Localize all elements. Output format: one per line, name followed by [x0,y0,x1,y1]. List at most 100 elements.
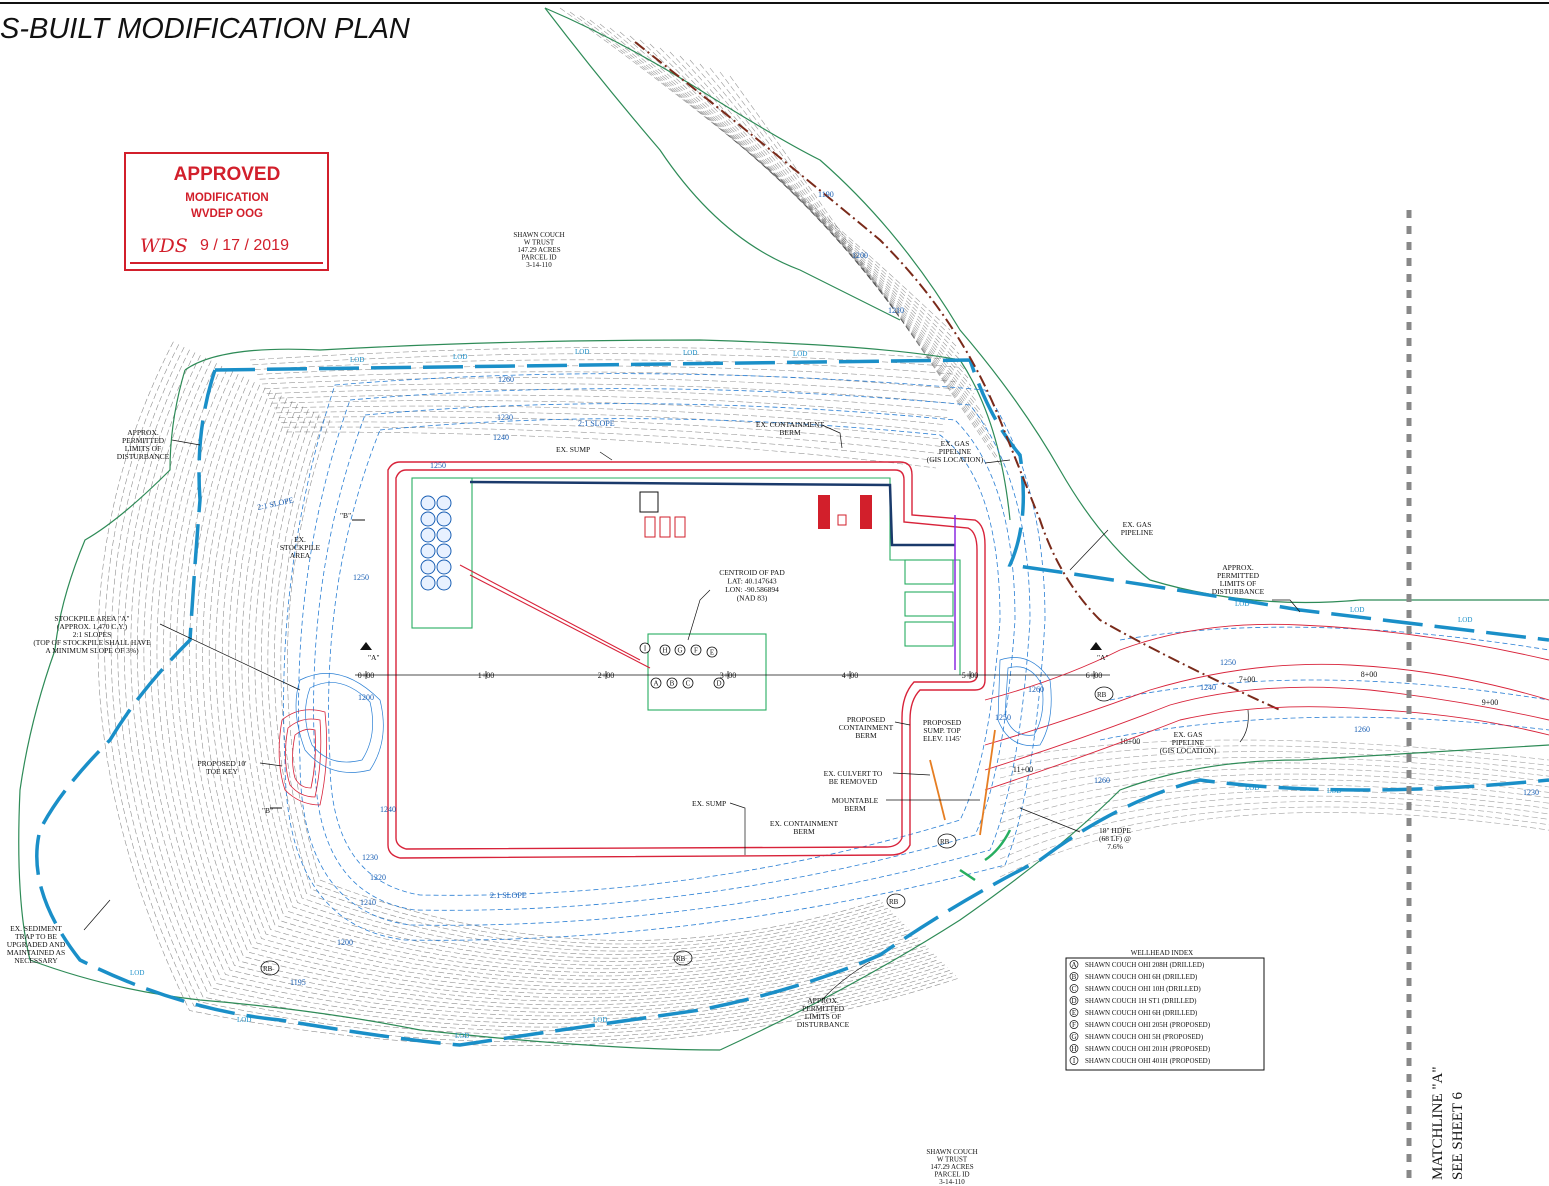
parcel-top-line: W TRUST [524,239,555,247]
wellhead-index: WELLHEAD INDEX A SHAWN COUCH OHI 208H (DR… [1065,949,1265,1071]
tank-icon [420,511,436,527]
parcel-top-line: 147.29 ACRES [517,246,560,254]
rb-markers [260,686,1114,976]
contour-labels: 1190120012101260123012401250120012601250… [290,190,1539,987]
callout-sediment-trap: EX. SEDIMENT [10,924,62,933]
slope-label-left: 2:1 SLOPE [257,496,295,512]
callout-proposed-sump: PROPOSED [923,718,962,727]
contour-label: 1195 [290,978,306,987]
contour-label: 1260 [1028,685,1044,694]
contour-label: 1240 [380,805,396,814]
wellhead-marker [639,642,651,654]
contour-label: 1240 [1200,683,1216,692]
wellhead-index-title: WELLHEAD INDEX [1131,949,1193,957]
stamp-initials: WDS [140,235,188,257]
callout-stockpile-a: (TOP OF STOCKPILE SHALL HAVE [33,638,151,647]
callout-lod-right: DISTURBANCE [1212,587,1265,596]
lod-label: LOD [1327,787,1341,795]
production-tanks [420,495,452,591]
contour-label: 1260 [1354,725,1370,734]
tank-icon [436,495,452,511]
contour-label: 1250 [353,573,369,582]
callout-culvert: EX. CULVERT TO [824,769,883,778]
section-a-right: "A" [1097,653,1109,662]
wellhead-marker [666,677,678,689]
wellhead-index-row: SHAWN COUCH OHI 205H (PROPOSED) [1085,1021,1211,1029]
callout-containment-bottom: EX. CONTAINMENT [770,819,839,828]
parcel-bottom-line: 3-14-110 [939,1178,965,1186]
section-a-left: "A" [368,653,380,662]
callout-containment-bottom: BERM [793,827,815,836]
callout-lod-bottom: LIMITS OF [805,1012,841,1021]
wellhead-letter: B [670,680,675,688]
svg-text:RB: RB [676,955,686,963]
wellhead-letter: A [653,680,658,688]
parcel-bottom-line: PARCEL ID [934,1171,969,1179]
callout-gas-pipeline-gis: EX. GAS [941,439,970,448]
wellhead-index-box [1065,957,1265,1071]
callout-stockpile-a: 2:1 SLOPES [73,630,112,639]
pad-facilities-outline [411,477,961,711]
callout-mountable: MOUNTABLE [832,796,879,805]
lod-label: LOD [453,353,467,361]
wellhead-index-id: A [1071,961,1076,969]
contour-label: 1240 [493,433,509,442]
wellhead-index-row: SHAWN COUCH OHI 201H (PROPOSED) [1085,1045,1211,1053]
wellhead-index-row: SHAWN COUCH OHI 401H (PROPOSED) [1085,1057,1211,1065]
wellhead-index-id: B [1072,973,1077,981]
parcel-top-line: PARCEL ID [521,254,556,262]
stamp-heading: APPROVED [174,164,281,185]
wellhead-index-row: SHAWN COUCH OHI 10H (DRILLED) [1085,985,1201,993]
wellhead-index-marker [1069,984,1079,993]
callout-containment-top: BERM [779,428,801,437]
callout-centroid: LON: -90.586894 [725,585,779,594]
station-label: 10+00 [1120,737,1141,746]
svg-text:RB: RB [889,898,899,906]
tank-icon [436,543,452,559]
callout-stockpile-a: STOCKPILE AREA "A" [54,614,129,623]
callout-mountable: BERM [844,804,866,813]
wellhead-index-marker [1069,1056,1079,1065]
lod-label: LOD [1235,600,1249,608]
callout-stockpile-ex: STOCKPILE [280,543,321,552]
callout-lod-bottom: DISTURBANCE [797,1020,850,1029]
wellhead-index-id: H [1071,1045,1076,1053]
contour-label: 1250 [430,461,446,470]
wellhead-marker [650,677,662,689]
section-b-top: "B" [340,511,351,520]
parcel-bottom-line: 147.29 ACRES [930,1163,973,1171]
parcel-bottom-line: SHAWN COUCH [926,1148,977,1156]
callout-lod-right: LIMITS OF [1220,579,1256,588]
wellhead-index-marker [1069,960,1079,969]
contour-label: 1220 [370,873,386,882]
lod-label: LOD [575,348,589,356]
parcel-top-line: 3-14-110 [526,261,552,269]
wellhead-marker [682,677,694,689]
station-label: 8+00 [1361,670,1378,679]
wellhead-index-id: C [1072,985,1077,993]
lod-label: LOD [1458,616,1472,624]
callout-ex-sump-bottom: EX. SUMP [692,799,726,808]
callout-lod-left: LIMITS OF [125,444,161,453]
stockpile-contours [295,657,1052,773]
rb-labels: RB RB RB RB RB [263,691,1107,973]
contour-label: 1210 [888,306,904,315]
matchline-label: MATCHLINE "A" [1430,1067,1446,1181]
wellhead-index-marker [1069,972,1079,981]
callout-gas-pipeline: PIPELINE [1121,528,1154,537]
wellhead-index-row: SHAWN COUCH OHI 6H (DRILLED) [1085,973,1198,981]
callout-lod-bottom: PERMITTED [802,1004,845,1013]
wellhead-letter: G [677,647,682,655]
callout-sediment-trap: UPGRADED AND [7,940,66,949]
callout-proposed-containment: CONTAINMENT [839,723,894,732]
lod-line [35,358,1549,1047]
contour-label: 1250 [995,713,1011,722]
tank-icon [420,527,436,543]
wellhead-index-marker [1069,1044,1079,1053]
station-label: 9+00 [1482,698,1499,707]
wellhead-index-row: SHAWN COUCH OHI 208H (DRILLED) [1085,961,1205,969]
svg-text:RB: RB [1097,691,1107,699]
